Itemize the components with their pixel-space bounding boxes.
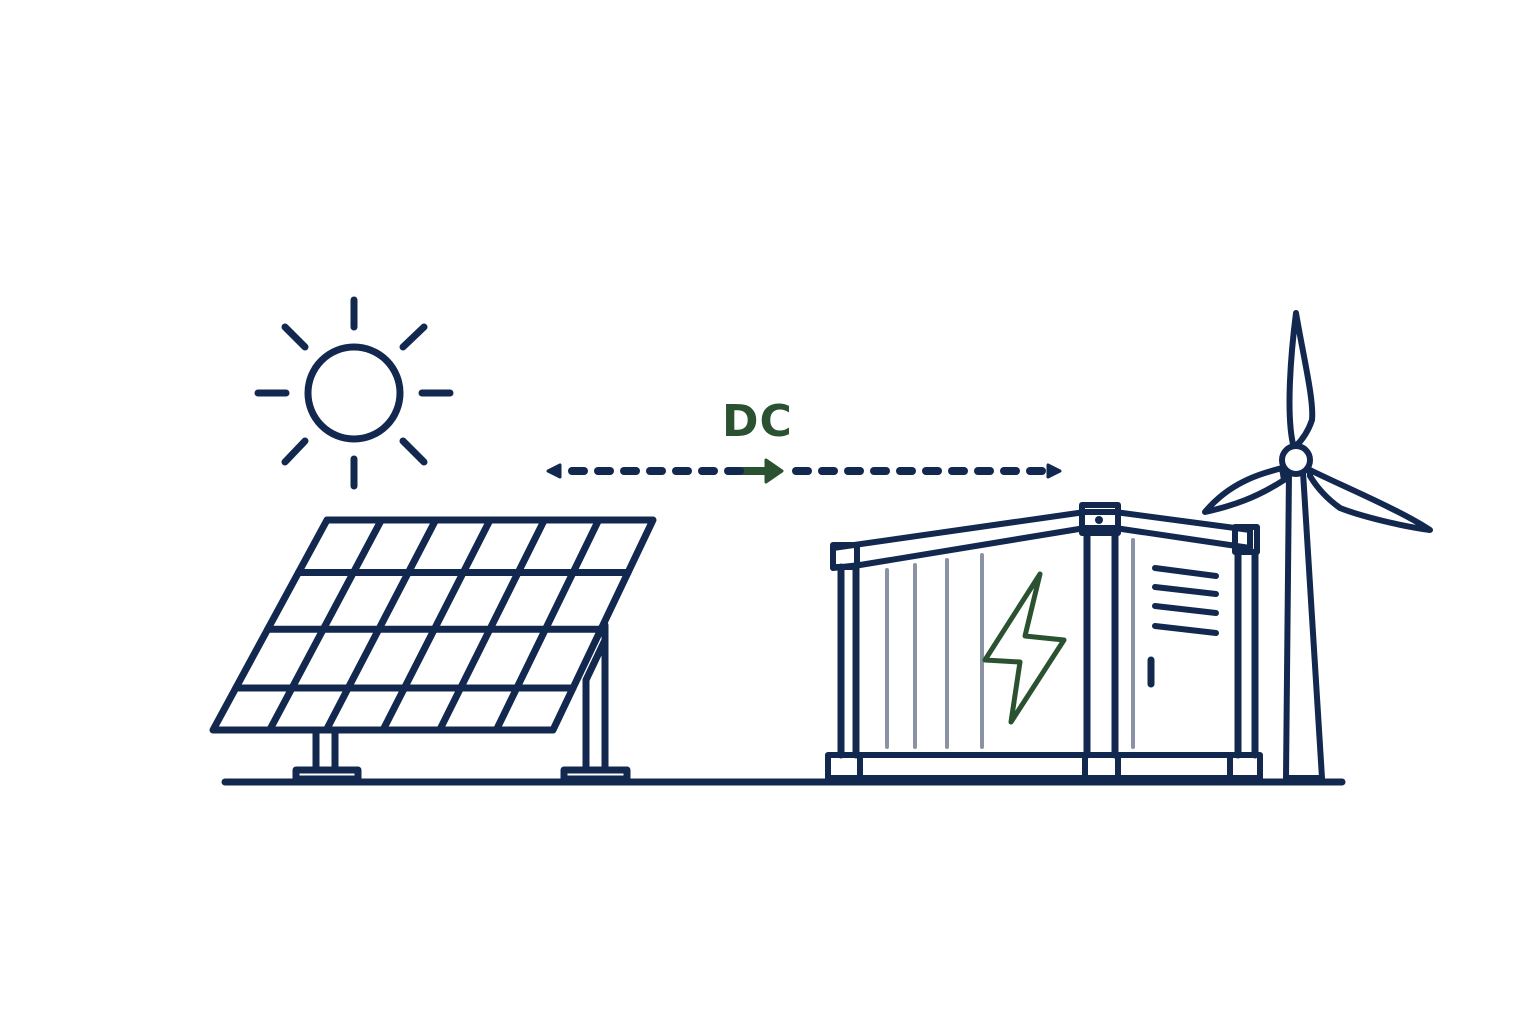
panel-column-line bbox=[492, 516, 603, 734]
solar-panel-icon bbox=[209, 516, 657, 783]
sun-icon bbox=[254, 296, 454, 490]
wind-turbine-icon bbox=[1202, 310, 1433, 781]
panel-column-line bbox=[379, 516, 494, 734]
panel-column-line bbox=[322, 516, 440, 734]
panel-column-line bbox=[266, 516, 385, 734]
panel-column-line bbox=[436, 516, 548, 734]
battery-container-icon bbox=[825, 502, 1263, 781]
dc-label: DC bbox=[722, 396, 793, 447]
lightning-bolt-icon bbox=[982, 571, 1067, 725]
dc-flow-arrow bbox=[546, 458, 1062, 484]
